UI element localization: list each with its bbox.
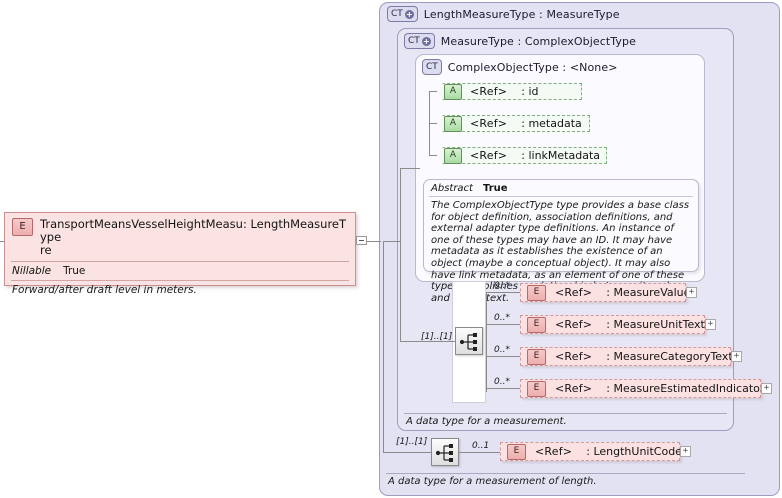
root-element-box[interactable]: E TransportMeansVesselHeightMeasu: Lengt… [4, 212, 356, 296]
sequence-in-line [400, 341, 455, 342]
divider [11, 261, 349, 262]
root-element-documentation: Forward/after draft level in meters. [12, 284, 197, 296]
occurs-measureunittext: 0..* [494, 313, 510, 323]
attribute-label: <Ref>: linkMetadata [470, 149, 600, 162]
expand-measurecategorytext-button[interactable]: + [731, 351, 742, 362]
sequence-icon-measuretype[interactable] [455, 327, 483, 355]
divider [386, 473, 745, 474]
root-element-header: E TransportMeansVesselHeightMeasu: Lengt… [5, 213, 355, 261]
attribute-row-id[interactable]: A <Ref>: id [437, 83, 582, 100]
cardinality-lengthmeasuretype-sequence: [1]..[1] [396, 437, 428, 447]
attribute-row-metadata[interactable]: A <Ref>: metadata [437, 115, 590, 132]
container-internal-trunk [383, 241, 384, 453]
element-label: <Ref>: MeasureUnitText [555, 318, 705, 331]
minus-icon [359, 240, 364, 241]
expand-plus-icon: + [404, 9, 414, 19]
sequence-icon-lengthmeasuretype[interactable] [431, 438, 459, 466]
attribute-badge: A [444, 147, 462, 164]
element-connector-branch [486, 388, 520, 389]
element-badge: E [527, 316, 546, 333]
root-left-stub [0, 241, 4, 242]
element-badge: E [527, 284, 546, 301]
collapse-root-button[interactable] [356, 236, 367, 245]
element-badge: E [527, 380, 546, 397]
ct-badge-lengthmeasuretype[interactable]: CT+ [387, 6, 418, 22]
divider [404, 413, 727, 414]
divider [11, 280, 349, 281]
complexobjecttype-branch [400, 168, 420, 169]
ct-badge-complexobjecttype[interactable]: CT [422, 59, 442, 75]
cardinality-measuretype-sequence: [1]..[1] [421, 332, 453, 342]
nillable-key: Nillable [12, 265, 52, 277]
occurs-measurecategorytext: 0..* [494, 345, 510, 355]
occurs-measurevalue: 0..* [494, 281, 510, 291]
element-connector-branch [486, 292, 520, 293]
attribute-label: <Ref>: metadata [470, 117, 582, 130]
root-element-name: TransportMeansVesselHeightMeasu: LengthM… [40, 217, 347, 257]
expand-measureestimatedindicator-button[interactable]: + [761, 383, 772, 394]
container-internal-branch-top [383, 241, 397, 242]
attr-connector-branch [429, 155, 437, 156]
sequence-in-line-length [383, 452, 431, 453]
container-complexobjecttype-title: CT ComplexObjectType : <None> [422, 59, 618, 75]
element-row-lengthunitcode[interactable]: E <Ref>: LengthUnitCode [500, 442, 682, 461]
expand-measurevalue-button[interactable]: + [686, 287, 697, 298]
abstract-row: Abstract True [424, 180, 698, 196]
attribute-badge: A [444, 115, 462, 132]
element-label: <Ref>: LengthUnitCode [535, 445, 682, 458]
measuretype-internal-trunk [400, 168, 401, 342]
expand-measureunittext-button[interactable]: + [705, 319, 716, 330]
element-connector-branch [459, 452, 500, 453]
root-to-container-line [367, 241, 381, 242]
lengthmeasuretype-documentation: A data type for a measurement of length. [388, 476, 597, 487]
attribute-label: <Ref>: id [470, 85, 539, 98]
element-row-measurevalue[interactable]: E <Ref>: MeasureValue [520, 283, 690, 302]
element-connector-branch [486, 356, 520, 357]
attr-connector-branch [429, 123, 437, 124]
element-label: <Ref>: MeasureValue [555, 286, 691, 299]
occurs-lengthunitcode: 0..1 [472, 441, 490, 451]
element-row-measurecategorytext[interactable]: E <Ref>: MeasureCategoryText [520, 347, 733, 366]
expand-lengthunitcode-button[interactable]: + [680, 446, 691, 457]
element-row-measureestimatedindicator[interactable]: E <Ref>: MeasureEstimatedIndicator [520, 379, 765, 398]
sequence-glyph [459, 333, 477, 351]
element-connector-trunk [486, 292, 487, 392]
container-measuretype-title: CT+ MeasureType : ComplexObjectType [404, 33, 636, 49]
element-row-measureunittext[interactable]: E <Ref>: MeasureUnitText [520, 315, 705, 334]
nillable-value: True [63, 265, 86, 277]
measuretype-entry-line [397, 241, 401, 242]
element-label: <Ref>: MeasureEstimatedIndicator [555, 382, 765, 395]
attribute-row-linkmetadata[interactable]: A <Ref>: linkMetadata [437, 147, 607, 164]
element-label: <Ref>: MeasureCategoryText [555, 350, 733, 363]
occurs-measureestimatedindicator: 0..* [494, 377, 510, 387]
element-connector-branch [486, 324, 520, 325]
attr-connector-branch [429, 91, 437, 92]
element-badge: E [507, 443, 526, 460]
attribute-badge: A [444, 83, 462, 100]
element-badge: E [527, 348, 546, 365]
ct-badge-measuretype[interactable]: CT+ [404, 33, 435, 49]
divider [429, 196, 693, 197]
sequence-glyph [435, 444, 453, 462]
abstract-value: True [482, 183, 508, 194]
container-lengthmeasuretype-title: CT+ LengthMeasureType : MeasureType [387, 6, 620, 22]
abstract-documentation-panel: Abstract True The ComplexObjectType type… [423, 179, 699, 304]
abstract-key: Abstract [431, 183, 473, 194]
nillable-row: Nillable True [5, 262, 355, 280]
expand-plus-icon: + [421, 36, 431, 46]
element-badge: E [12, 218, 33, 236]
measuretype-documentation: A data type for a measurement. [406, 416, 567, 427]
